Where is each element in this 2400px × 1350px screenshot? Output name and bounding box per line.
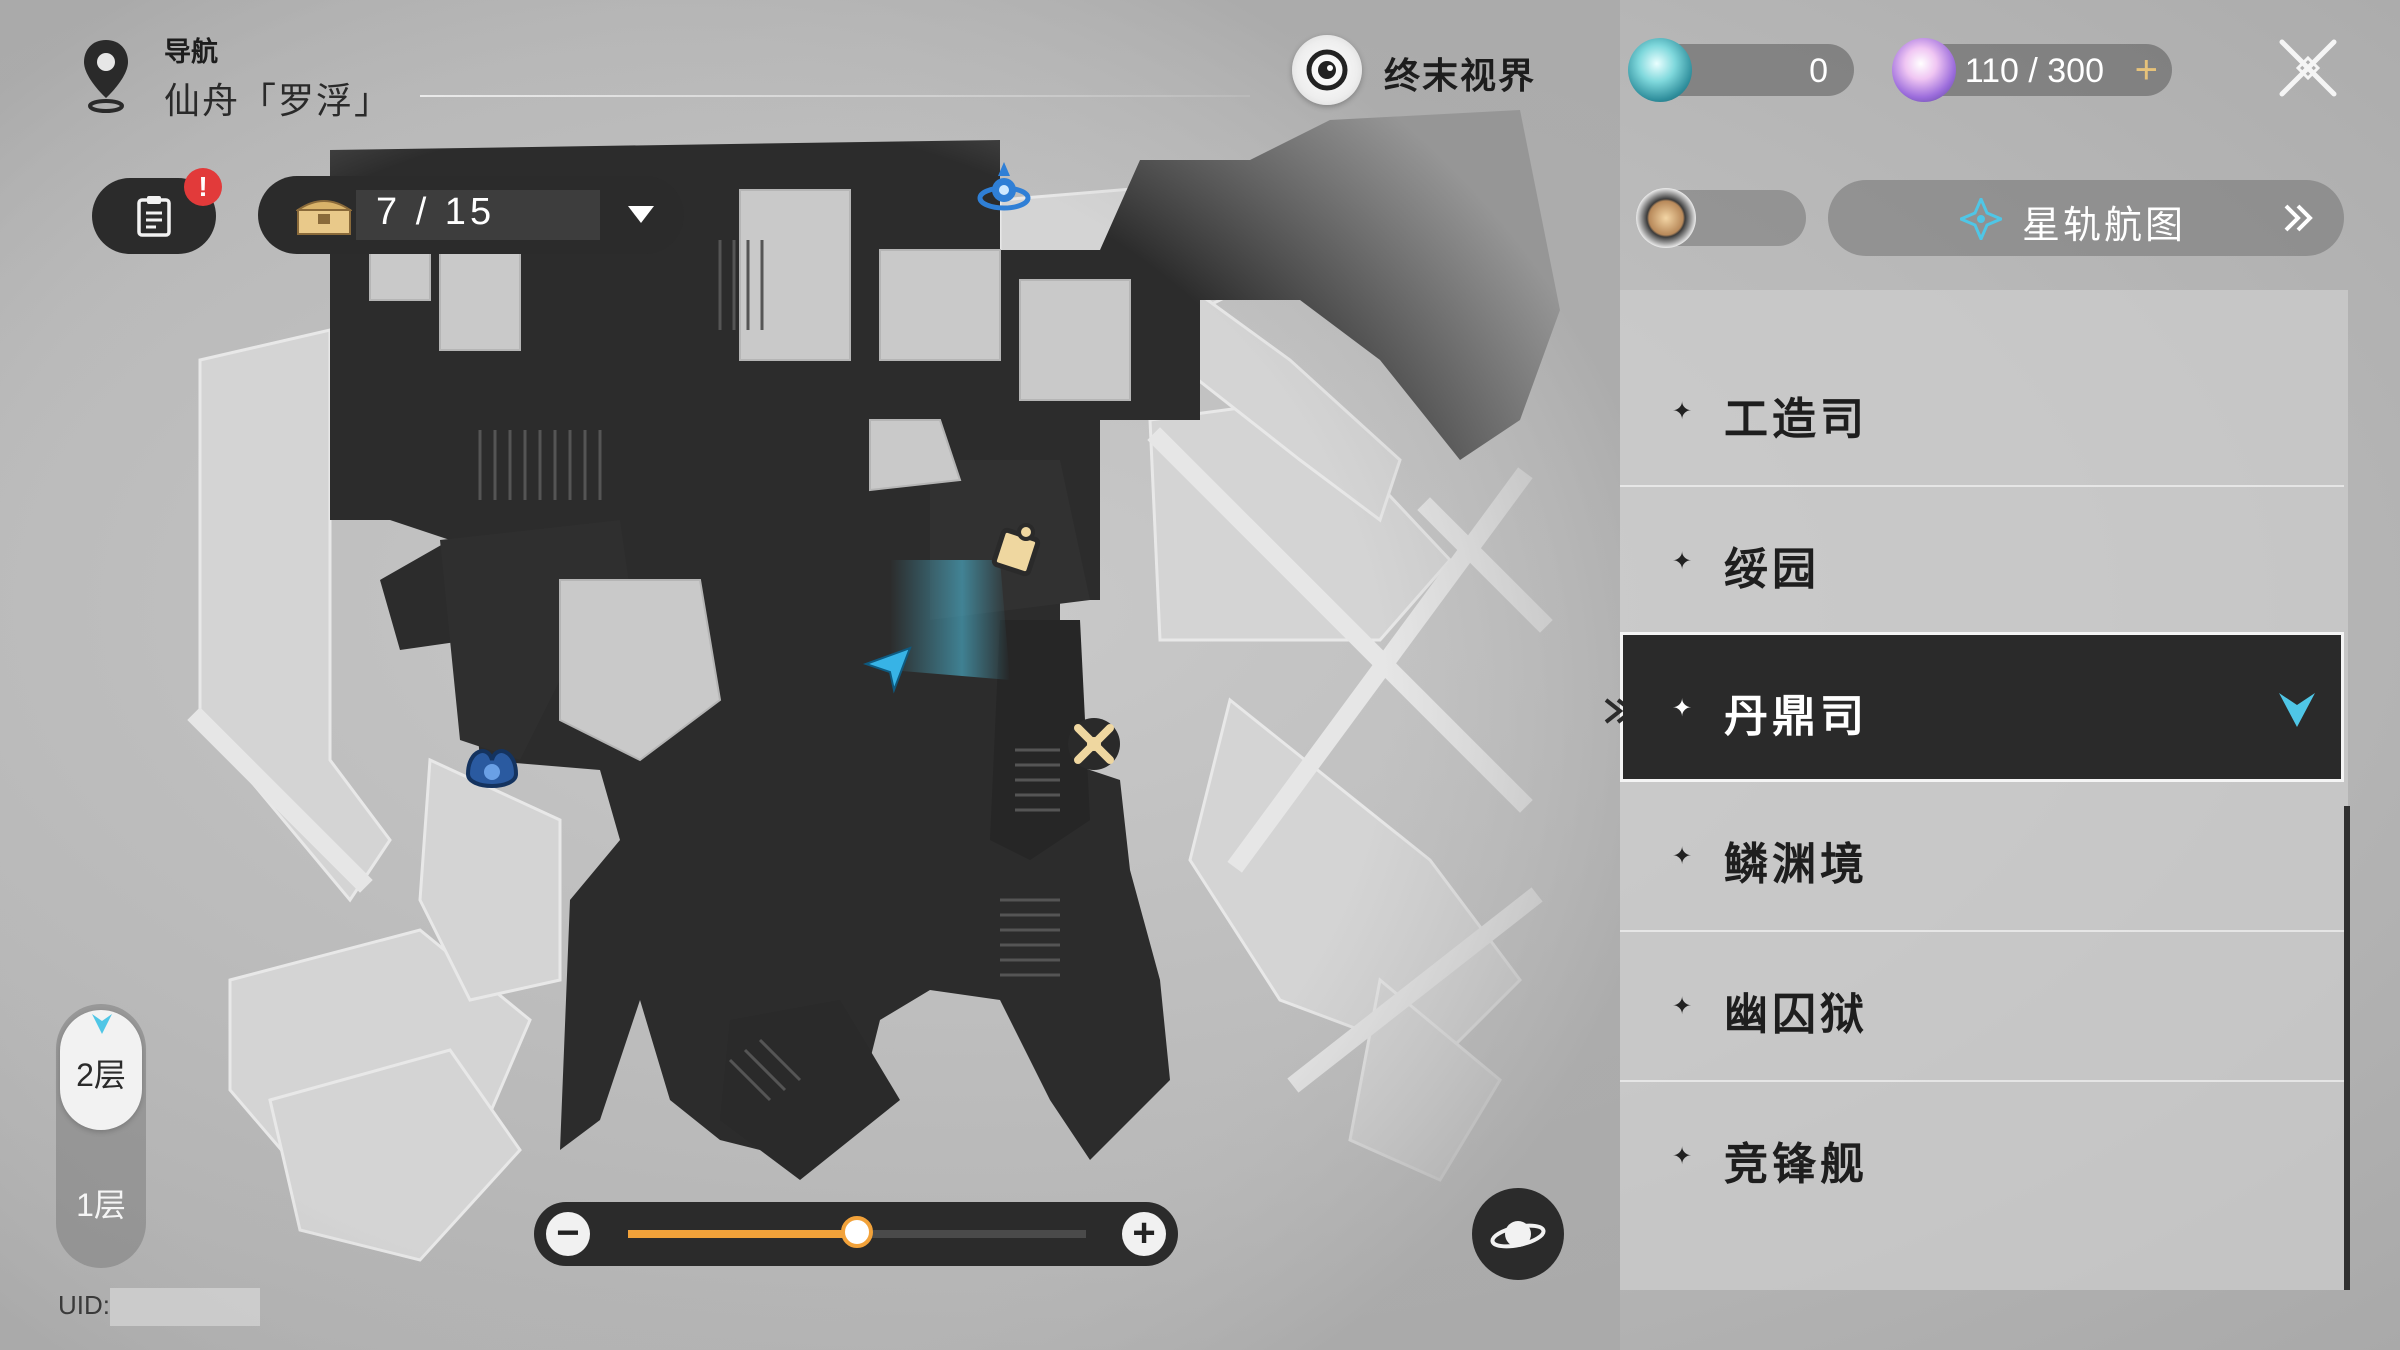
- area-item[interactable]: ✦ 幽囚狱: [1620, 930, 2344, 1082]
- area-name: 绥园: [1724, 545, 1820, 594]
- uid-value-redacted: [110, 1288, 260, 1326]
- area-name: 丹鼎司: [1724, 692, 1868, 741]
- current-floor-marker-icon: [92, 1014, 112, 1034]
- world-switch-button[interactable]: [1472, 1188, 1564, 1280]
- puzzle-icon[interactable]: [991, 523, 1041, 577]
- toggle-knob-icon: [1636, 188, 1696, 248]
- floor-1-button[interactable]: 1层: [76, 1187, 126, 1223]
- combat-challenge-icon[interactable]: [1068, 718, 1120, 770]
- area-name: 鳞渊境: [1724, 840, 1868, 889]
- area-item[interactable]: ✦ 工造司: [1620, 335, 2344, 487]
- eye-ring-icon: [1292, 35, 1362, 105]
- space-anchor-icon[interactable]: [977, 162, 1031, 211]
- star-rail-map-label: 星轨航图: [2022, 205, 2187, 247]
- area-item[interactable]: ✦ 鳞渊境: [1620, 780, 2344, 932]
- treasure-counter[interactable]: 7 / 15: [258, 176, 684, 254]
- sparkle-icon: ✦: [1672, 993, 1693, 1020]
- planet-icon: [1490, 1221, 1546, 1249]
- power-value: 110 / 300: [1964, 52, 2104, 90]
- close-icon[interactable]: [2276, 36, 2340, 100]
- dropdown-arrow-icon[interactable]: [628, 206, 654, 223]
- location-pin-icon: [84, 40, 128, 113]
- calyx-icon[interactable]: [465, 749, 519, 788]
- sparkle-icon: ✦: [1672, 398, 1693, 425]
- area-name: 竞锋舰: [1724, 1140, 1868, 1189]
- floor-2-button[interactable]: 2层: [60, 1010, 142, 1130]
- area-item[interactable]: ✦ 竞锋舰: [1620, 1080, 2344, 1230]
- selection-arrow-icon: [1604, 698, 1636, 724]
- double-chevron-right-icon: [2284, 204, 2313, 232]
- uid-label: UID:: [58, 1290, 110, 1320]
- zoom-slider-thumb[interactable]: [841, 1216, 873, 1248]
- trailblaze-fuel-icon: [1628, 38, 1692, 102]
- area-item[interactable]: ✦ 绥园: [1620, 485, 2344, 637]
- area-item-selected[interactable]: ✦ 丹鼎司: [1620, 632, 2344, 782]
- zoom-slider[interactable]: [628, 1216, 1086, 1248]
- add-power-icon[interactable]: +: [2134, 48, 2158, 92]
- navigation-label: 导航: [164, 37, 218, 67]
- sparkle-icon: ✦: [1672, 1143, 1693, 1170]
- header-divider: [420, 95, 1250, 97]
- player-position-icon: [862, 646, 912, 694]
- fuel-counter[interactable]: 0: [1628, 38, 1854, 102]
- sparkle-icon: ✦: [1672, 843, 1693, 870]
- list-scrollbar[interactable]: [2344, 806, 2350, 1290]
- current-location-pin-icon: [2279, 693, 2315, 727]
- area-name: 工造司: [1724, 395, 1868, 444]
- treasure-count: 7 / 15: [376, 191, 496, 233]
- area-name: 幽囚狱: [1724, 990, 1868, 1039]
- trailblaze-power-icon: [1892, 38, 1956, 102]
- treasure-bar: [356, 190, 600, 240]
- sparkle-icon: ✦: [1672, 695, 1693, 722]
- region-title: 仙舟「罗浮」: [164, 80, 393, 121]
- alert-badge-icon: !: [184, 168, 222, 206]
- zoom-slider-fill: [628, 1230, 857, 1238]
- fuel-value: 0: [1809, 52, 1828, 90]
- zoom-in-button[interactable]: +: [1122, 1212, 1166, 1256]
- realm-label: 终末视界: [1384, 55, 1537, 96]
- area-list[interactable]: [1620, 290, 2348, 1290]
- sparkle-icon: ✦: [1672, 548, 1693, 575]
- overlay-toggle[interactable]: [1636, 188, 1806, 248]
- zoom-control: − +: [534, 1202, 1178, 1266]
- zoom-out-button[interactable]: −: [546, 1212, 590, 1256]
- power-counter[interactable]: 110 / 300 +: [1892, 38, 2172, 102]
- treasure-chest-icon: [296, 200, 352, 235]
- compass-star-icon: [1960, 198, 2002, 240]
- star-rail-map-button[interactable]: 星轨航图: [1828, 180, 2344, 256]
- clipboard-icon: [137, 196, 171, 237]
- floor-2-label: 2层: [76, 1057, 126, 1093]
